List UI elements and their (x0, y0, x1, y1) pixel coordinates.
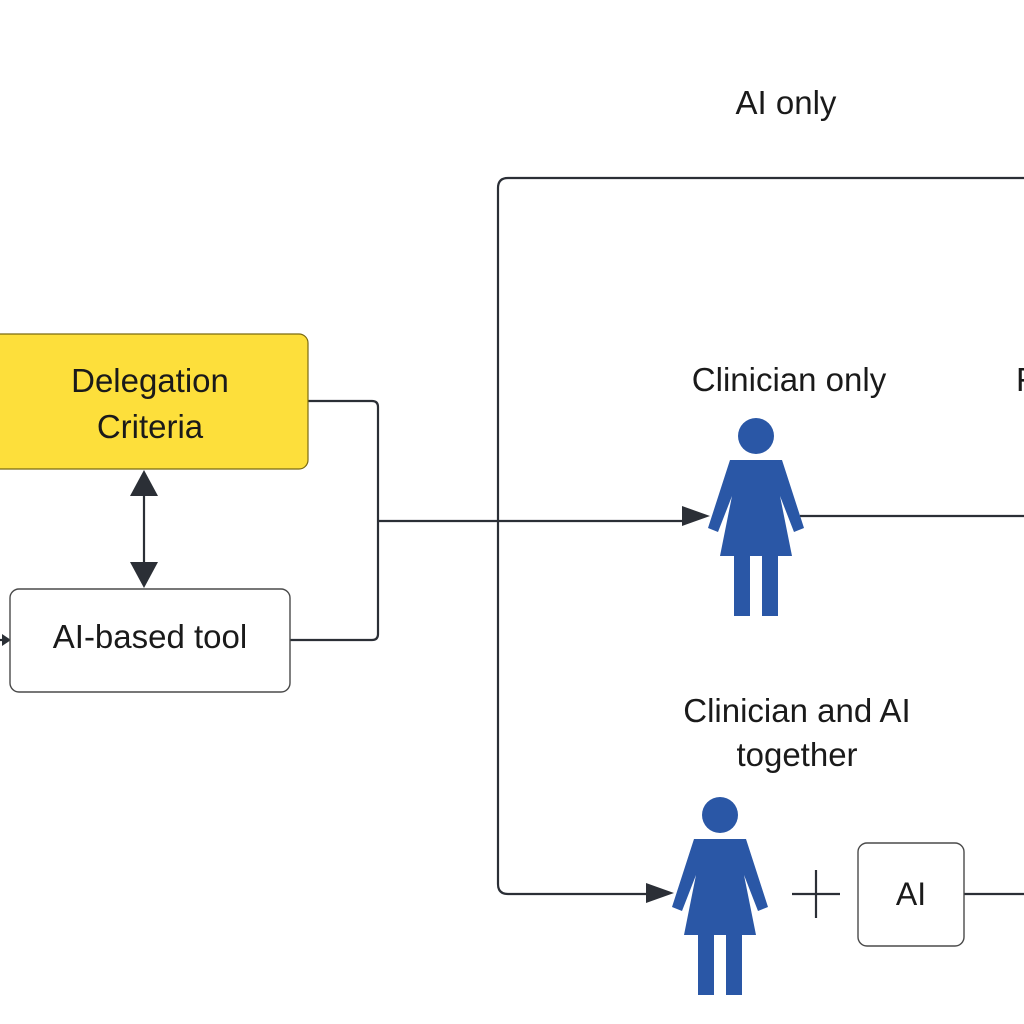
delegation-criteria-label-line1: Delegation (71, 362, 229, 399)
person-icon (708, 418, 804, 616)
clinician-and-ai-label-line2: together (736, 736, 857, 773)
ai-small-label: AI (896, 876, 926, 912)
plus-sign (792, 870, 840, 918)
clinician-and-ai-label-line1: Clinician and AI (683, 692, 910, 729)
delegation-criteria-label-line2: Criteria (97, 408, 204, 445)
connector-to-ai-only (496, 176, 1024, 521)
ai-small-box (857, 842, 965, 947)
arrowhead-clinician-and-ai (646, 883, 674, 903)
double-arrow-head-up (130, 470, 158, 496)
person-icon (672, 797, 768, 995)
delegation-criteria-box (0, 333, 309, 470)
connector-to-clinician-and-ai (496, 521, 652, 896)
double-arrow-head-down (130, 562, 158, 588)
clinician-only-label: Clinician only (692, 361, 887, 398)
ai-based-tool-box (9, 588, 291, 693)
arrowhead-incoming-ai-tool (2, 634, 11, 646)
partial-right-edge-label: F (1016, 361, 1024, 398)
arrowhead-clinician-only (682, 506, 710, 526)
ai-based-tool-label: AI-based tool (53, 618, 247, 655)
ai-only-label: AI only (736, 84, 837, 121)
